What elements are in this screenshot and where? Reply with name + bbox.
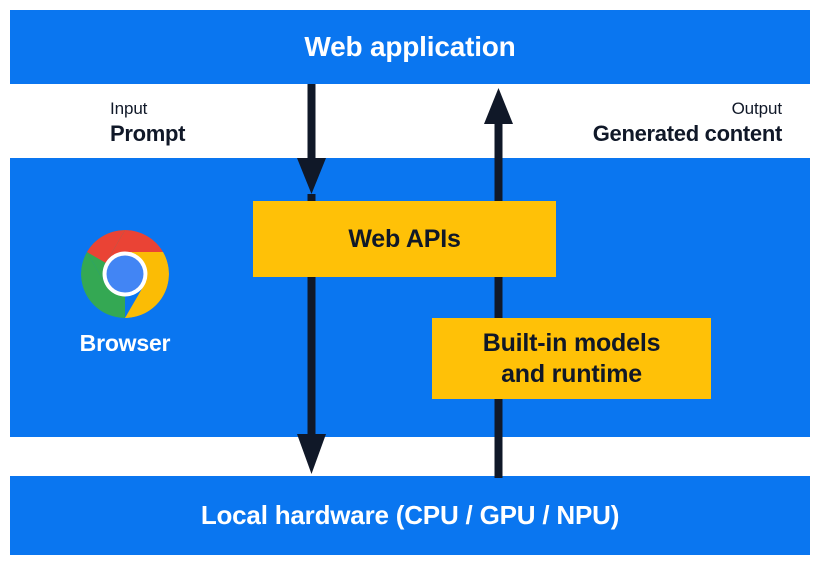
layer-local-hardware-label: Local hardware (CPU / GPU / NPU) [200, 500, 620, 530]
layer-browser-label: Browser [79, 330, 171, 356]
layer-web-application-label: Web application [304, 31, 516, 62]
layer-local-hardware: Local hardware (CPU / GPU / NPU) [10, 476, 810, 555]
flow-input-kind: Input [110, 99, 148, 118]
flow-annotation-output: Output Generated content [592, 99, 783, 147]
flow-output-value: Generated content [592, 121, 783, 147]
layer-web-application: Web application [10, 10, 810, 84]
component-builtin-models-line1: Built-in models [482, 329, 661, 357]
component-builtin-models-line2: and runtime [501, 359, 642, 388]
flow-output-kind: Output [731, 99, 783, 118]
component-web-apis-label: Web APIs [348, 224, 461, 253]
browser-group: Browser [50, 230, 200, 357]
component-builtin-models-label: Built-in models and runtime [483, 328, 661, 389]
component-web-apis[interactable]: Web APIs [253, 201, 556, 277]
flow-input-value: Prompt [110, 121, 186, 147]
chrome-logo-icon [81, 230, 169, 318]
component-builtin-models[interactable]: Built-in models and runtime [432, 318, 711, 399]
flow-annotation-input: Input Prompt [110, 99, 186, 147]
